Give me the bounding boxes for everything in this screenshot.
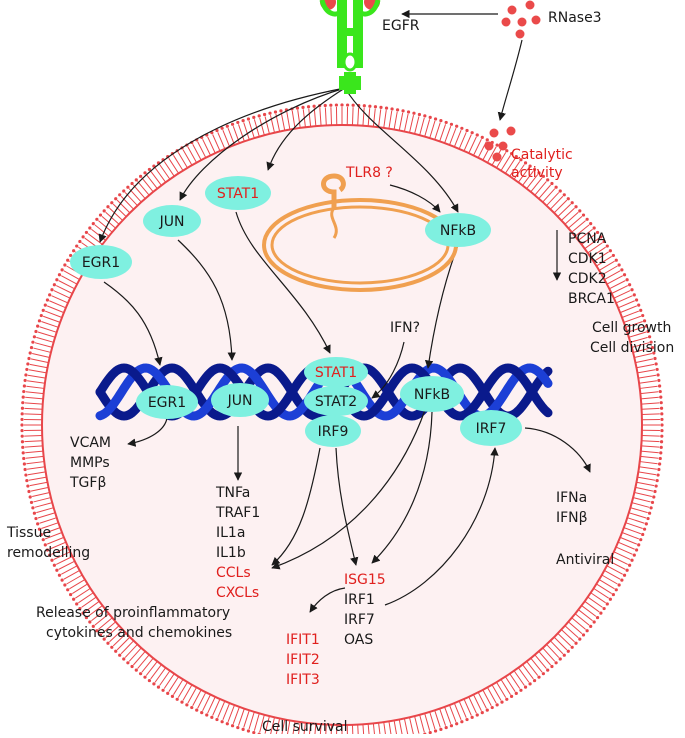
svg-text:EGR1: EGR1 [82, 255, 120, 271]
arrow-rnase-catalytic [500, 40, 522, 120]
cell-division-label: Cell division [590, 340, 674, 356]
list-item: IL1b [216, 545, 246, 561]
svg-text:JUN: JUN [227, 393, 253, 409]
list-item: TNFa [215, 485, 250, 501]
rnase3-label: RNase3 [548, 10, 602, 26]
list-item: MMPs [70, 455, 110, 471]
list-item: IFNa [556, 490, 587, 506]
egfr-label: EGFR [382, 18, 420, 34]
rnase3-molecules-icon [502, 1, 541, 39]
dna-node-egr1: EGR1 [136, 385, 198, 419]
list-item: CDK1 [568, 251, 607, 267]
ifn-question-label: IFN? [390, 320, 420, 336]
node-jun: JUN [143, 205, 201, 237]
svg-text:IRF7: IRF7 [476, 421, 507, 437]
svg-text:IRF9: IRF9 [318, 424, 349, 440]
list-item: TRAF1 [215, 505, 260, 521]
svg-text:EGR1: EGR1 [148, 395, 186, 411]
list-item: PCNA [568, 231, 607, 247]
cell-survival-label: Cell survival [262, 719, 347, 734]
node-egr1: EGR1 [70, 245, 132, 279]
list-item: BRCA1 [568, 291, 615, 307]
list-item: IL1a [216, 525, 245, 541]
list-item: IFIT1 [286, 632, 320, 648]
node-nfkb: NFkB [425, 213, 491, 247]
cell-growth-label: Cell growth [592, 320, 671, 336]
svg-text:STAT2: STAT2 [315, 394, 357, 410]
list-item: IFNβ [556, 510, 588, 526]
dna-node-stat-complex: STAT1 STAT2 IRF9 [304, 357, 368, 447]
list-item: CDK2 [568, 271, 607, 287]
remodelling-label: remodelling [7, 545, 90, 561]
egfr-receptor-icon [320, 0, 380, 94]
svg-text:STAT1: STAT1 [315, 365, 357, 381]
svg-text:JUN: JUN [159, 214, 185, 230]
catalytic-label-1: Catalytic [511, 147, 573, 163]
list-item: IFIT3 [286, 672, 320, 688]
catalytic-label-2: activity [511, 165, 563, 181]
proinflammatory-label-1: Release of proinflammatory [36, 605, 230, 621]
list-item: OAS [344, 632, 373, 648]
node-stat1: STAT1 [205, 176, 271, 210]
proinflammatory-label-2: cytokines and chemokines [46, 625, 232, 641]
list-item: CXCLs [216, 585, 259, 601]
list-item: TGFβ [69, 475, 106, 491]
list-item: IRF1 [344, 592, 375, 608]
list-item: ISG15 [344, 572, 386, 588]
svg-text:STAT1: STAT1 [217, 186, 259, 202]
antiviral-label: Antiviral [556, 552, 614, 568]
list-item: IFIT2 [286, 652, 320, 668]
dna-node-jun: JUN [211, 383, 269, 417]
list-item: VCAM [70, 435, 111, 451]
list-item: IRF7 [344, 612, 375, 628]
svg-text:NFkB: NFkB [440, 223, 476, 239]
svg-text:NFkB: NFkB [414, 387, 450, 403]
list-item: CCLs [216, 565, 251, 581]
dna-node-nfkb: NFkB [400, 376, 464, 412]
tlr8-label: TLR8 ? [345, 165, 393, 181]
dna-node-irf7: IRF7 [460, 410, 522, 446]
tissue-label: Tissue [6, 525, 51, 541]
